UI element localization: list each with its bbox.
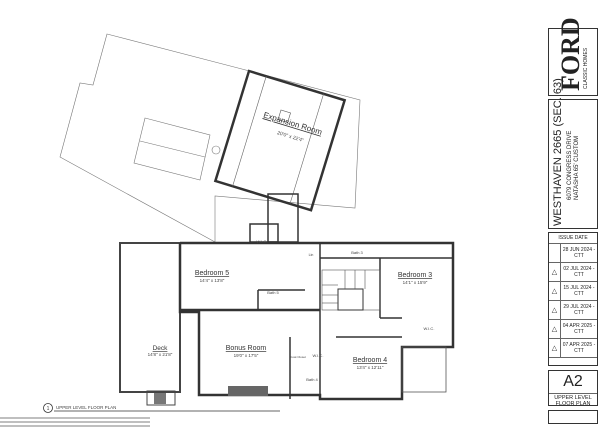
room-dims-bedroom-5: 14'4" x 13'8" [200,278,225,283]
issue-date: 28 JUN 2024 - CTT [562,247,596,259]
staircase [321,269,381,311]
issue-row: △15 JUL 2024 - CTT [549,282,597,301]
project-title-box: WESTHAVEN 2665 (SEC. 63) 6079 CONGRESS D… [548,78,598,229]
view-number-bubble [43,403,53,413]
deck [119,242,181,393]
project-address: 6079 CONGRESS DRIVE [567,130,573,200]
project-name: WESTHAVEN 2665 (SEC. 63) [552,78,564,226]
label-wic-1: W.I.C. [257,239,268,244]
label-coat-closet: Coat Closet [290,355,306,359]
label-bath-4: Bath 4 [306,377,318,382]
room-label-bedroom-4: Bedroom 4 [353,357,387,364]
expansion-room [213,69,347,212]
room-label-bedroom-5: Bedroom 5 [195,270,229,277]
room-label-bedroom-3: Bedroom 3 [398,272,432,279]
room-label-deck: Deck [153,345,169,352]
logo-box: FORD CLASSIC HOMES [548,17,598,96]
logo-subtext: CLASSIC HOMES [583,47,589,89]
revision-triangle-icon: △ [549,282,561,300]
issue-date: 15 JUL 2024 - CTT [563,285,595,297]
issue-row: △02 JUL 2024 - CTT [549,263,597,282]
revision-triangle-icon: △ [549,339,561,357]
fireplace [228,386,268,396]
room-dims-deck: 14'8" x 21'8" [148,352,173,357]
room-dims-bedroom-3: 14'1" x 15'9" [403,280,428,285]
room-dims-expansion: 20'0" x 22'4" [276,130,304,144]
label-wic-3: W.I.C. [313,353,324,358]
revision-triangle-icon: △ [549,320,561,338]
label-linen: Lin [309,253,314,257]
issue-row: 28 JUN 2024 - CTT [549,244,597,263]
issue-date-table: ISSUE DATE 28 JUN 2024 - CTT △02 JUL 202… [548,232,598,366]
project-model: NATASHA 65' CUSTOM [574,135,580,200]
sheet-box: A2 UPPER LEVEL FLOOR PLAN [548,370,598,407]
garage-roof [401,346,447,393]
label-bath-5: Bath 5 [267,290,279,295]
stamp-box [548,410,598,424]
upper-level-walls [178,241,455,401]
room-label-bonus-room: Bonus Room [226,345,267,352]
view-number: 1 [47,406,50,412]
room-dims-bedroom-4: 13'4" x 12'11" [357,365,384,370]
issue-row: △07 APR 2025 - CTT [549,339,597,358]
revision-triangle-icon: △ [549,263,561,281]
label-bath-3: Bath 3 [351,250,363,255]
view-title: UPPER LEVEL FLOOR PLAN [56,405,116,410]
room-dims-bonus-room: 19'0" x 17'5" [234,353,259,358]
issue-date: 02 JUL 2024 - CTT [563,266,595,278]
sheet-title: UPPER LEVEL FLOOR PLAN [554,395,592,407]
issue-date: 04 APR 2025 - CTT [562,323,596,335]
issue-date: 07 APR 2025 - CTT [562,342,596,354]
issue-date: 29 JUL 2024 - CTT [563,304,595,316]
label-wic-2: W.I.C. [424,326,435,331]
sheet-number: A2 [549,371,597,394]
revision-triangle-icon: △ [549,301,561,319]
issue-header: ISSUE DATE [549,233,597,244]
roof-vent [133,117,211,181]
roof-outline [59,33,361,243]
issue-row: △04 APR 2025 - CTT [549,320,597,339]
issue-row: △29 JUL 2024 - CTT [549,301,597,320]
